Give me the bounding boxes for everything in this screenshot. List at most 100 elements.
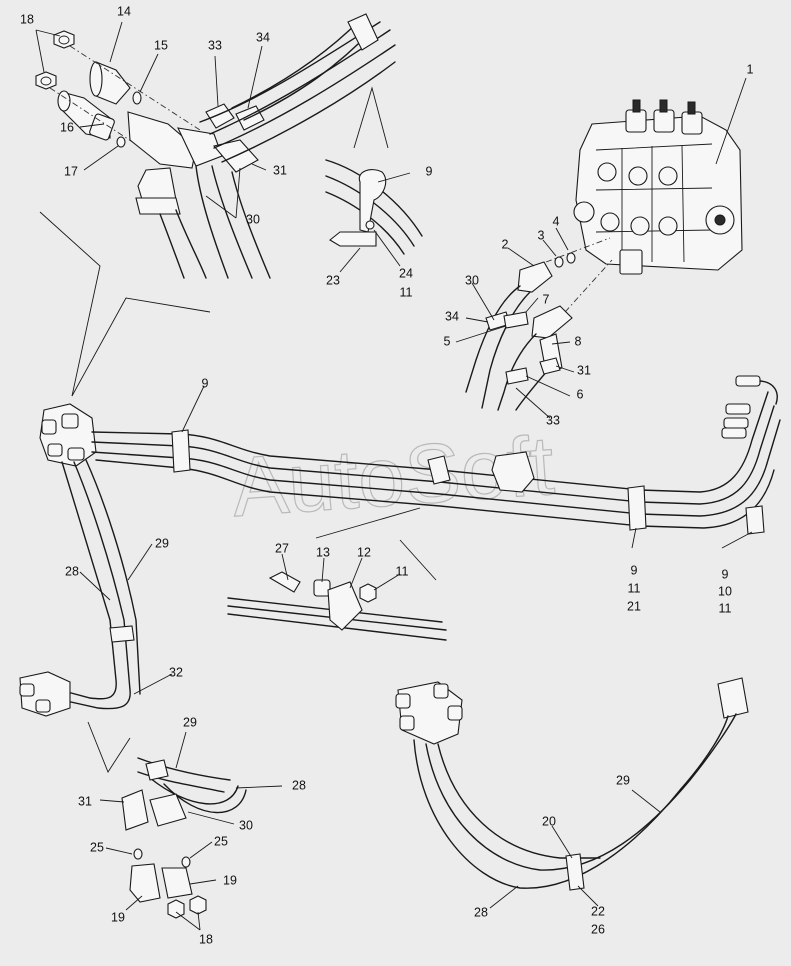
main-hose-run xyxy=(19,375,781,717)
callout-11: 11 xyxy=(396,564,409,578)
clamp-9-far-right xyxy=(745,505,765,535)
clamp-33-right xyxy=(505,367,529,385)
valve-block-1 xyxy=(575,115,743,271)
nut-18-upper xyxy=(53,30,75,49)
callout-15: 15 xyxy=(154,38,168,52)
clamp-9-right xyxy=(627,485,647,531)
callout-11: 11 xyxy=(400,285,413,299)
callout-18: 18 xyxy=(199,932,213,946)
callout-20: 20 xyxy=(542,814,556,828)
nut-18-bottom-1 xyxy=(167,899,185,919)
callout-25: 25 xyxy=(90,840,104,854)
clamp-12 xyxy=(327,581,363,631)
detail-lower-right xyxy=(395,677,749,909)
callout-8: 8 xyxy=(575,334,582,348)
lower-left-fitting xyxy=(19,671,71,717)
connector-right-4 xyxy=(721,427,747,439)
callout-19: 19 xyxy=(223,873,237,887)
callout-14: 14 xyxy=(117,4,131,18)
tee-fitting-upper xyxy=(127,111,197,169)
elbow-2 xyxy=(517,261,553,293)
fitting-lower-right-end xyxy=(717,677,749,719)
callout-9: 9 xyxy=(426,164,433,178)
clamp-9-left xyxy=(171,429,191,473)
clip-9 xyxy=(358,169,387,233)
callout-24: 24 xyxy=(399,266,413,280)
callout-labels: 18 14 15 33 34 16 17 31 30 9 23 24 11 1 … xyxy=(20,4,753,946)
callout-13: 13 xyxy=(316,545,330,559)
detail-top-middle-clip xyxy=(325,86,423,273)
spacer-13 xyxy=(313,579,331,597)
callout-17: 17 xyxy=(64,164,78,178)
callout-11: 11 xyxy=(719,601,732,615)
callout-19: 19 xyxy=(111,910,125,924)
callout-16: 16 xyxy=(60,120,74,134)
detail-lower-left xyxy=(87,721,283,931)
callout-26: 26 xyxy=(591,922,605,936)
callout-21: 21 xyxy=(627,599,641,613)
connector-right-3 xyxy=(723,417,749,429)
callout-9: 9 xyxy=(631,563,638,577)
callout-6: 6 xyxy=(577,387,584,401)
callout-28: 28 xyxy=(292,778,306,792)
detail-top-left-fittings xyxy=(35,13,396,279)
callout-9: 9 xyxy=(722,567,729,581)
clamp-31-right xyxy=(539,357,561,375)
elbow-lower-left xyxy=(121,789,149,831)
mid-fitting xyxy=(491,451,535,493)
callout-23: 23 xyxy=(326,273,340,287)
clamp-20 xyxy=(565,853,585,891)
callout-11: 11 xyxy=(628,581,641,595)
callout-7: 7 xyxy=(543,292,550,306)
fitting-lower-left xyxy=(149,793,187,827)
callout-2: 2 xyxy=(502,237,509,251)
nut-18-bottom-2 xyxy=(189,895,207,915)
bolt-27 xyxy=(268,571,301,593)
nut-18-lower xyxy=(35,71,57,90)
bracket-23 xyxy=(329,231,377,247)
callout-25: 25 xyxy=(214,834,228,848)
callout-30: 30 xyxy=(465,273,479,287)
callout-31: 31 xyxy=(273,163,287,177)
connector-right-2 xyxy=(725,403,751,415)
o-ring-3 xyxy=(554,256,564,268)
callout-27: 27 xyxy=(275,541,289,555)
o-ring-25-right xyxy=(181,856,191,868)
clamp-30-right xyxy=(503,311,529,329)
callout-12: 12 xyxy=(357,545,371,559)
callout-5: 5 xyxy=(444,334,451,348)
callout-33: 33 xyxy=(546,413,560,427)
clamp-33 xyxy=(205,103,235,129)
callout-33: 33 xyxy=(208,38,222,52)
callout-28: 28 xyxy=(474,905,488,919)
callout-31: 31 xyxy=(78,794,92,808)
o-ring-25-left xyxy=(133,848,143,860)
detail-valve-block xyxy=(39,77,747,419)
callout-29: 29 xyxy=(616,773,630,787)
adapter-19-right xyxy=(161,867,193,899)
callout-4: 4 xyxy=(553,214,560,228)
elbow-7 xyxy=(531,305,573,339)
bolt-24 xyxy=(365,220,375,230)
nut-11 xyxy=(359,583,377,603)
callout-28: 28 xyxy=(65,564,79,578)
callout-18: 18 xyxy=(20,12,34,26)
callout-29: 29 xyxy=(155,536,169,550)
connector-right-1 xyxy=(735,375,761,387)
callout-29: 29 xyxy=(183,715,197,729)
callout-31: 31 xyxy=(577,363,591,377)
adapter-19-left xyxy=(129,863,161,903)
callout-30: 30 xyxy=(239,818,253,832)
callout-1: 1 xyxy=(747,62,754,76)
o-ring-17 xyxy=(116,136,126,148)
callout-34: 34 xyxy=(256,30,270,44)
o-ring-15 xyxy=(132,91,142,105)
callout-3: 3 xyxy=(538,228,545,242)
o-ring-4 xyxy=(566,252,576,264)
callout-22: 22 xyxy=(591,904,605,918)
callout-30: 30 xyxy=(246,212,260,226)
callout-32: 32 xyxy=(169,665,183,679)
callout-10: 10 xyxy=(718,584,732,598)
callout-34: 34 xyxy=(445,309,459,323)
